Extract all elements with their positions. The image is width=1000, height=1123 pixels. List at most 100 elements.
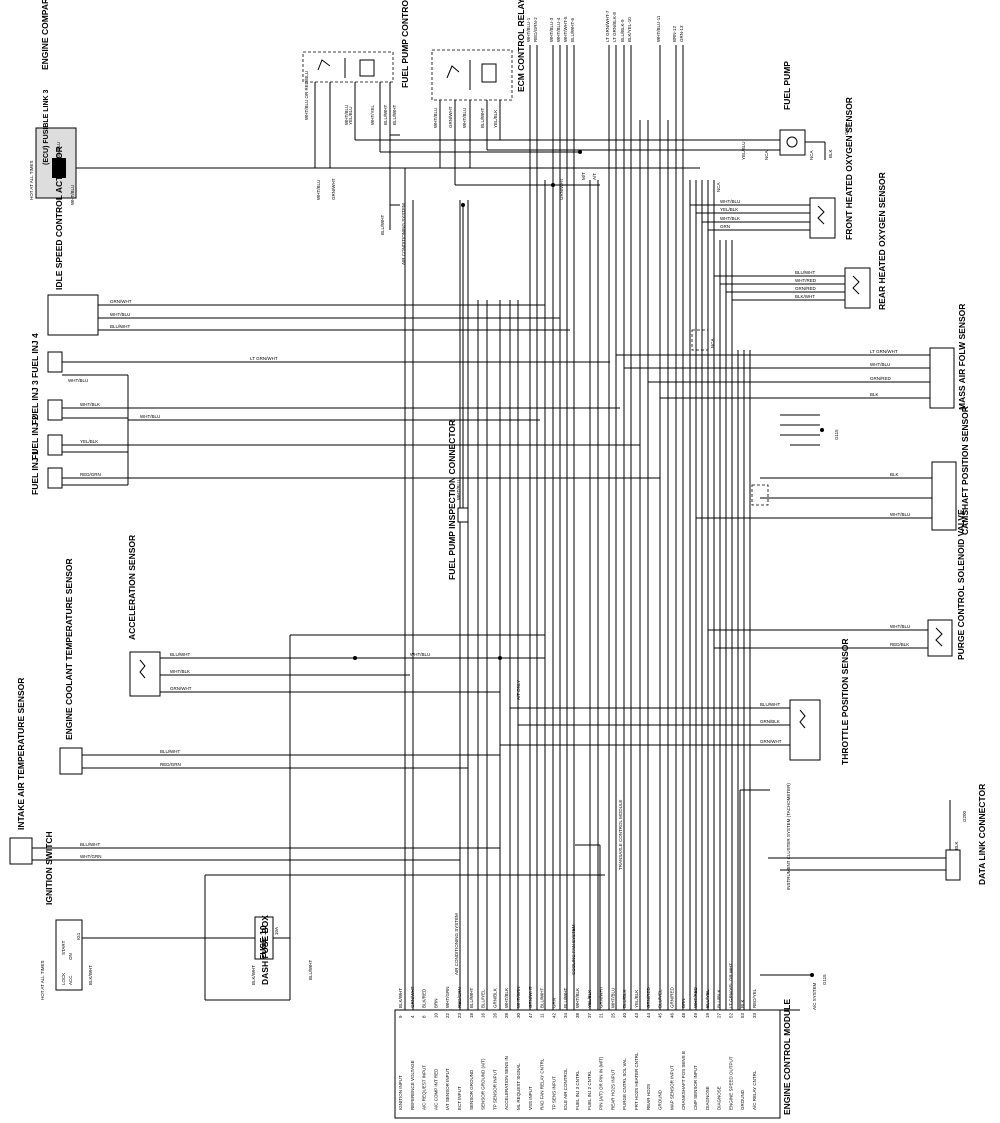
ecm-pin-number: 42	[551, 1012, 556, 1018]
dlc-label: DATA LINK CONNECTOR	[977, 784, 987, 885]
svg-text:WHT/BLU-1: WHT/BLU-1	[526, 17, 531, 42]
ecm-pin-number: 52	[728, 1012, 733, 1018]
svg-text:YEL/BLK: YEL/BLK	[80, 439, 98, 444]
fuel-pump-relay: FUEL PUMP CONTROL RELAY	[302, 0, 410, 88]
svg-text:WHT/BLK: WHT/BLK	[170, 669, 190, 674]
ecm-pin-function: A/C COMP INT RED	[433, 1068, 438, 1110]
dash-fuse-box: DASH FUSE BOX FUSE 10 10A BLK/WHT BLU/WH…	[251, 915, 313, 985]
ecm-pin-function: CMP SENSOR INPUT	[693, 1065, 698, 1110]
svg-text:GRN/RED: GRN/RED	[795, 286, 817, 291]
ecm-pin-number: 27	[717, 1012, 722, 1018]
hot-at-all-times-label: HOT AT ALL TIMES	[29, 160, 34, 200]
ecm-pin-wire: BLU/WHT	[540, 987, 545, 1008]
fuse10-label: FUSE 10	[258, 925, 268, 960]
ecm-pin-number: 19	[705, 1012, 710, 1018]
ecm-pin-number: 10	[433, 1012, 438, 1018]
ecm-pin-number: 30	[516, 1012, 521, 1018]
ecm-pin-function: TP SENSOR INPUT	[492, 1069, 497, 1110]
iat-label: INTAKE AIR TEMPERATURE SENSOR	[16, 678, 26, 830]
fuel-injector-1: FUEL INJ 1	[30, 450, 63, 495]
cooling-fan-label: COOLING FAN SYSTEM	[571, 924, 576, 975]
svg-text:WHT/BLU: WHT/BLU	[890, 624, 910, 629]
tcm-label: TRANSAXLE CONTROL MODULE	[618, 800, 623, 870]
ecm-pin-wire: GRN/WHT	[410, 986, 415, 1008]
ecm-pin-function: ENGINE SPEED OUTPUT	[728, 1056, 733, 1110]
svg-text:BLU/WHT: BLU/WHT	[80, 842, 101, 847]
svg-text:BLU/WHT: BLU/WHT	[760, 702, 781, 707]
ecm-pin-number: 44	[646, 1012, 651, 1018]
fuel-pump-label: FUEL PUMP	[782, 61, 792, 110]
fuse-relay-box: ENGINE COMPARTMENT FUSE/RELAY BOX HOT AT…	[29, 0, 77, 200]
g200-label: G200	[844, 123, 849, 135]
svg-text:WHT/BLU: WHT/BLU	[410, 652, 430, 657]
wire-label: WHT/BLU	[462, 108, 467, 128]
mt-label: M/T	[581, 172, 586, 180]
ecm-pin-number: 40	[622, 1012, 627, 1018]
fuse-relay-box-label: ENGINE COMPARTMENT FUSE/RELAY BOX	[40, 0, 50, 70]
svg-text:BLU/BLK-9: BLU/BLK-9	[620, 19, 625, 42]
ecm-pin-wire: BLU/WHT	[469, 987, 474, 1008]
svg-text:WHT/WHT-5: WHT/WHT-5	[563, 16, 568, 42]
svg-text:RED/GRN-2: RED/GRN-2	[533, 17, 538, 42]
ecm-pin-number: 23	[457, 1012, 462, 1018]
ect-label: ENGINE COOLANT TEMPERATURE SENSOR	[64, 558, 74, 740]
ecm-pin-function: ECT INPUT	[457, 1086, 462, 1110]
fp-inspection-connector: FUEL PUMP INSPECTION CONNECTOR WHT/BLU	[447, 205, 469, 580]
at-label: A/T	[592, 173, 597, 180]
wire-label: WHT/BLU OR RED/BLU	[304, 71, 309, 120]
svg-text:NCA: NCA	[716, 182, 721, 192]
maf-label: MASS AIR FOLW SENSOR	[957, 304, 967, 410]
ecm-pin-function: ACCELERATION SENS IN	[504, 1056, 509, 1110]
ecm-pin-number: 9	[398, 1015, 403, 1018]
ecm-pin-function: SENSOR GROUND (A/T)	[481, 1058, 486, 1110]
svg-text:LT GRN/WHT-7: LT GRN/WHT-7	[605, 10, 610, 42]
svg-text:GRN-13: GRN-13	[679, 25, 684, 42]
svg-text:WHT/BLU: WHT/BLU	[890, 512, 910, 517]
ecm-pin-function: GROUND	[658, 1089, 663, 1110]
wire-label: WHT/BLU	[344, 105, 349, 125]
purge-solenoid: PURGE CONTROL SOLENOID VALVE	[927, 509, 966, 660]
ecm-pin-function: A/C REQUEST INPUT	[422, 1065, 427, 1110]
ecm-pin-function: TP SENS INPUT	[551, 1076, 556, 1110]
instrument-label: INSTRUMENT CLUSTER SYSTEM (TACHOMETER)	[786, 783, 791, 890]
wire-label: YEL/BLU	[348, 106, 353, 125]
ecm-pin-number: 34	[563, 1012, 568, 1018]
ecm-pin-function: SENSOR GROUND	[469, 1069, 474, 1110]
ecm-pin-number: 16	[481, 1012, 486, 1018]
svg-text:NCA: NCA	[764, 150, 769, 160]
svg-text:10A: 10A	[274, 927, 279, 935]
svg-text:BLK: BLK	[954, 841, 959, 850]
ecm-pin-wire: GRN/WHT	[528, 986, 533, 1008]
ecm-pin-wire: BLU/BLK	[622, 989, 627, 1008]
ecm-module: ENGINE CONTROL MODULE	[394, 999, 792, 1119]
svg-text:BLU/WHT: BLU/WHT	[160, 749, 181, 754]
ecm-pin-wire: GRN/BLK	[492, 988, 497, 1008]
fp-conn-label: FUEL PUMP INSPECTION CONNECTOR	[447, 420, 457, 580]
ecm-pin-number: 45	[658, 1012, 663, 1018]
ecm-label: ENGINE CONTROL MODULE	[782, 999, 792, 1115]
ecm-pin-function: DIAGNOSE	[705, 1086, 710, 1110]
svg-text:YEL/BLK: YEL/BLK	[720, 207, 738, 212]
wire-label: WHT/YEL	[370, 105, 375, 125]
svg-text:WHT/BLU-3: WHT/BLU-3	[549, 17, 554, 42]
ecu-link-rating: 20A-BLU	[56, 142, 61, 160]
svg-text:G115: G115	[834, 429, 839, 440]
ect-sensor: ENGINE COOLANT TEMPERATURE SENSOR	[59, 558, 83, 775]
ecm-pin-number: 21	[599, 1012, 604, 1018]
svg-text:GRN/WHT: GRN/WHT	[110, 299, 132, 304]
ignition-switch: IGNITION SWITCH HOT AT ALL TIMES LOCK AC…	[40, 831, 83, 1000]
g115-ground: G115	[780, 414, 839, 446]
ecm-pin-number: 18	[469, 1012, 474, 1018]
accel-label: ACCELERATION SENSOR	[127, 535, 137, 640]
ecm-pin-wire: YEL/BLK	[634, 990, 639, 1008]
ecm-pin-number: 26	[492, 1012, 497, 1018]
ecm-pin-wire: LT GRN/YEL OR WHT	[728, 963, 733, 1008]
fuel-pump-relay-label: FUEL PUMP CONTROL RELAY	[400, 0, 410, 88]
svg-text:LT GRN/WHT: LT GRN/WHT	[870, 349, 898, 354]
wire-label: BLU/WHT	[480, 107, 485, 128]
svg-text:BLK/YEL-10: BLK/YEL-10	[627, 17, 632, 42]
wire-label: YEL/BLK	[493, 110, 498, 128]
ecm-pin-wire: RED/YEL	[752, 988, 757, 1008]
